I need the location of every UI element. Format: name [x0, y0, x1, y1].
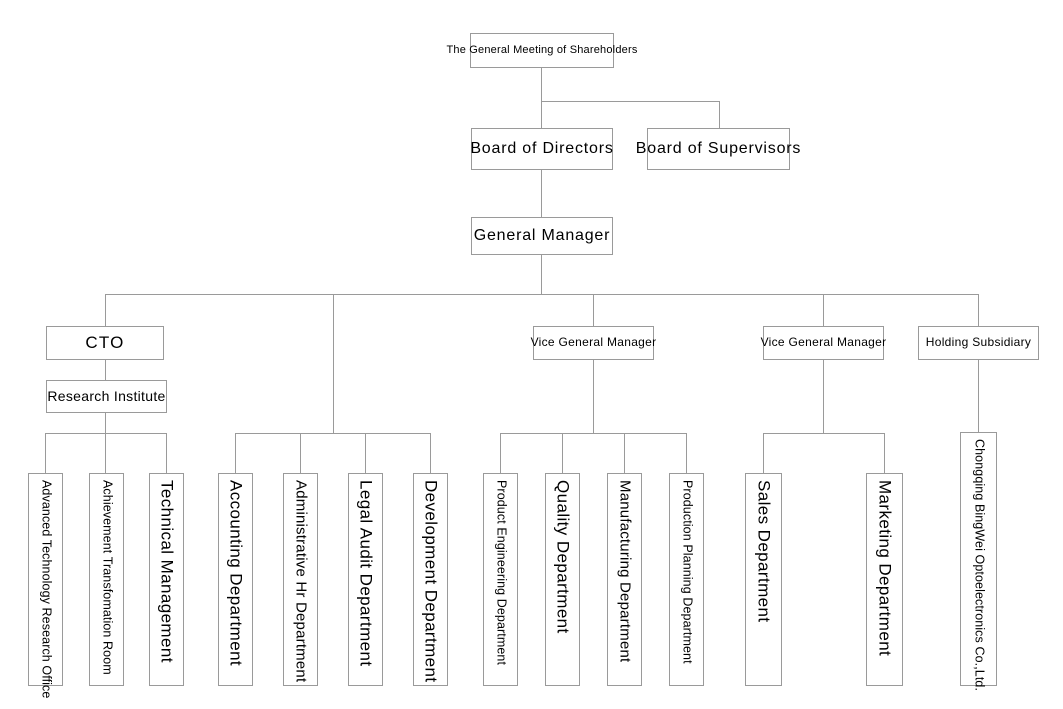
connector-admin-leaf-2	[300, 433, 301, 473]
connector-cto-to-research-institute	[105, 360, 106, 380]
connector-admin-leaf-4	[430, 433, 431, 473]
leaf-advanced-technology-research-office[interactable]: Advanced Technology Research Office	[28, 473, 63, 698]
node-vice-general-manager-1[interactable]: Vice General Manager	[530, 326, 657, 360]
node-general-manager[interactable]: General Manager	[471, 217, 613, 255]
connector-research-leaf-1	[45, 433, 46, 473]
node-holding-subsidiary[interactable]: Holding Subsidiary	[918, 326, 1039, 360]
connector-research-leaf-3	[166, 433, 167, 473]
node-holding-subsidiary-label: Holding Subsidiary	[925, 335, 1032, 350]
node-board-of-directors-label: Board of Directors	[470, 140, 614, 158]
connector-operations-leaf-4	[686, 433, 687, 473]
node-shareholders-label: The General Meeting of Shareholders	[446, 44, 638, 57]
leaf-product-engineering-department[interactable]: Product Engineering Department	[483, 473, 518, 686]
leaf-label: Product Engineering Department	[493, 480, 508, 666]
connector-main-bus	[105, 294, 979, 295]
node-cto-label: CTO	[85, 332, 125, 352]
leaf-production-planning-department[interactable]: Production Planning Department	[669, 473, 704, 686]
connector-shareholders-down	[541, 68, 542, 101]
leaf-sales-department[interactable]: Sales Department	[745, 473, 782, 686]
leaf-label: Marketing Department	[875, 480, 894, 657]
leaf-label: Administrative Hr Department	[292, 480, 309, 683]
connector-research-leaf-2	[105, 433, 106, 473]
leaf-label: Production Planning Department	[679, 480, 694, 664]
leaf-achievement-transfomation-room[interactable]: Achievement Transfomation Room	[89, 473, 124, 686]
connector-bus-to-admin-group	[333, 294, 334, 433]
node-cto[interactable]: CTO	[46, 326, 164, 360]
node-vice-general-manager-2[interactable]: Vice General Manager	[760, 326, 887, 360]
connector-operations-leaf-2	[562, 433, 563, 473]
connector-vice-gm-1-down	[593, 360, 594, 433]
connector-research-down	[105, 413, 106, 433]
node-research-institute[interactable]: Research Institute	[46, 380, 167, 413]
leaf-label: Quality Department	[553, 480, 572, 634]
node-board-of-directors[interactable]: Board of Directors	[470, 128, 614, 170]
node-shareholders[interactable]: The General Meeting of Shareholders	[446, 33, 637, 68]
connector-commercial-leaf-1	[763, 433, 764, 473]
leaf-marketing-department[interactable]: Marketing Department	[866, 473, 903, 686]
connector-commercial-leaf-2	[884, 433, 885, 473]
connector-commercial-bus	[763, 433, 884, 434]
connector-operations-bus	[500, 433, 686, 434]
connector-bus-to-vice-gm-2	[823, 294, 824, 326]
leaf-label: Accounting Department	[226, 480, 245, 667]
leaf-administrative-hr-department[interactable]: Administrative Hr Department	[283, 473, 318, 686]
leaf-label: Advanced Technology Research Office	[38, 480, 53, 699]
connector-to-board-supervisors	[719, 101, 720, 128]
connector-admin-leaf-3	[365, 433, 366, 473]
node-board-of-supervisors[interactable]: Board of Supervisors	[636, 128, 800, 170]
node-vice-general-manager-1-label: Vice General Manager	[530, 335, 657, 350]
connector-admin-leaf-1	[235, 433, 236, 473]
leaf-manufacturing-department[interactable]: Manufacturing Department	[607, 473, 642, 686]
leaf-label: Achievement Transfomation Room	[99, 480, 114, 675]
node-research-institute-label: Research Institute	[47, 387, 166, 404]
connector-to-board-directors	[541, 101, 542, 128]
leaf-label: Manufacturing Department	[616, 480, 633, 663]
connector-bus-to-vice-gm-1	[593, 294, 594, 326]
node-vice-general-manager-2-label: Vice General Manager	[760, 335, 887, 350]
connector-directors-to-gm	[541, 170, 542, 217]
leaf-accounting-department[interactable]: Accounting Department	[218, 473, 253, 686]
connector-operations-leaf-1	[500, 433, 501, 473]
node-board-of-supervisors-label: Board of Supervisors	[635, 140, 802, 158]
connector-operations-leaf-3	[624, 433, 625, 473]
leaf-legal-audit-department[interactable]: Legal Audit Department	[348, 473, 383, 686]
connector-bus-to-cto	[105, 294, 106, 326]
connector-gm-down	[541, 255, 542, 294]
leaf-technical-management[interactable]: Technical Management	[149, 473, 184, 686]
connector-holding-down	[978, 360, 979, 432]
connector-admin-bus	[235, 433, 431, 434]
leaf-label: Chongqing BingWei Optoelectronics Co.,Lt…	[971, 439, 986, 692]
node-general-manager-label: General Manager	[473, 227, 611, 245]
leaf-label: Technical Management	[157, 480, 176, 663]
leaf-label: Sales Department	[754, 480, 773, 623]
connector-vice-gm-2-down	[823, 360, 824, 433]
leaf-label: Development Department	[421, 480, 440, 683]
leaf-label: Legal Audit Department	[356, 480, 375, 667]
leaf-chongqing-bingwei-optoelectronics[interactable]: Chongqing BingWei Optoelectronics Co.,Lt…	[960, 432, 997, 691]
leaf-quality-department[interactable]: Quality Department	[545, 473, 580, 686]
connector-board-bus	[541, 101, 720, 102]
leaf-development-department[interactable]: Development Department	[413, 473, 448, 686]
connector-bus-to-holding	[978, 294, 979, 326]
